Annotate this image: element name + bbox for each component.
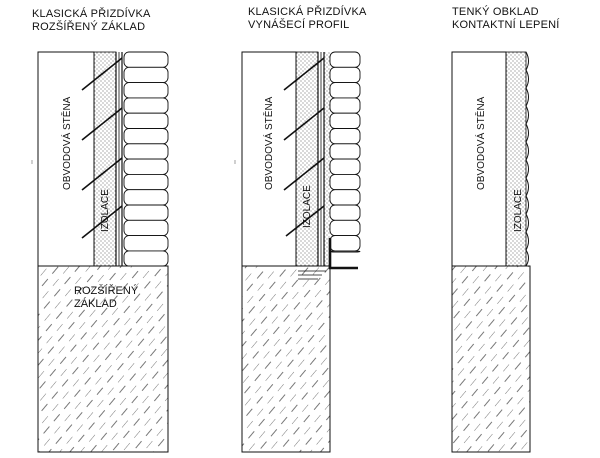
support-profile bbox=[296, 238, 358, 280]
foundation-label-1-line1: ROZŠÍŘENÝ bbox=[74, 284, 139, 297]
cladding-tile bbox=[525, 141, 529, 161]
detail-3-title: TENKÝ OBKLAD KONTAKTNÍ LEPENÍ bbox=[452, 6, 560, 32]
insulation-label-3: IZOLACE bbox=[513, 189, 524, 232]
cladding-tile bbox=[525, 105, 529, 125]
foundation-2 bbox=[241, 265, 331, 453]
brick bbox=[123, 173, 169, 191]
cladding-tile bbox=[525, 159, 529, 179]
cladding-tile bbox=[525, 249, 529, 267]
brick bbox=[123, 82, 169, 99]
wall-3 bbox=[451, 51, 507, 267]
insulation-2 bbox=[295, 51, 319, 267]
brick bbox=[329, 219, 361, 237]
brick bbox=[123, 204, 169, 221]
insulation-1 bbox=[93, 51, 117, 267]
brick bbox=[123, 112, 169, 129]
wall-anchors-1 bbox=[81, 57, 123, 239]
detail-3-title-line2: KONTAKTNÍ LEPENÍ bbox=[452, 19, 560, 31]
brick bbox=[123, 250, 169, 267]
cladding-tile bbox=[525, 87, 529, 107]
brick-facing-2 bbox=[329, 51, 361, 253]
detail-3-title-line1: TENKÝ OBKLAD bbox=[452, 6, 539, 18]
brick bbox=[123, 51, 169, 68]
brick bbox=[329, 250, 361, 253]
cladding-tile bbox=[525, 177, 529, 197]
thin-cladding bbox=[525, 51, 529, 267]
cladding-tile bbox=[525, 213, 529, 233]
detail-3: OBVODOVÁ STĚNA IZOLACE bbox=[451, 51, 531, 453]
cladding-tile bbox=[525, 69, 529, 89]
insulation-label-1: IZOLACE bbox=[100, 189, 111, 232]
brick bbox=[329, 235, 361, 252]
brick bbox=[329, 204, 361, 221]
brick bbox=[329, 51, 361, 68]
brick-facing-1 bbox=[123, 51, 169, 267]
brick bbox=[329, 128, 361, 145]
brick bbox=[329, 189, 361, 206]
cladding-tile bbox=[525, 195, 529, 215]
foundation-label-1-line2: ZÁKLAD bbox=[74, 297, 117, 310]
detail-2-title-line1: KLASICKÁ PŘIZDÍVKA bbox=[248, 6, 367, 18]
brick bbox=[123, 219, 169, 237]
cladding-tile bbox=[525, 231, 529, 251]
detail-1-title-line2: ROZŠÍŘENÝ ZÁKLAD bbox=[32, 21, 146, 33]
brick bbox=[329, 173, 361, 191]
brick bbox=[123, 128, 169, 145]
brick bbox=[123, 97, 169, 114]
brick bbox=[123, 66, 169, 84]
brick bbox=[123, 158, 169, 175]
brick bbox=[123, 189, 169, 206]
cladding-tile bbox=[525, 51, 529, 71]
detail-2-title-line2: VYNÁŠECÍ PROFIL bbox=[248, 19, 350, 31]
brick bbox=[329, 112, 361, 129]
brick bbox=[329, 143, 361, 160]
wall-label-1: OBVODOVÁ STĚNA bbox=[60, 96, 73, 190]
detail-1-title-line1: KLASICKÁ PŘIZDÍVKA bbox=[32, 8, 151, 20]
wall-2 bbox=[241, 51, 297, 267]
brick bbox=[123, 235, 169, 252]
wall-label-2: OBVODOVÁ STĚNA bbox=[262, 96, 275, 190]
wall-anchors-2 bbox=[283, 57, 325, 237]
brick bbox=[123, 143, 169, 160]
insulation-3 bbox=[505, 51, 527, 267]
foundation-3 bbox=[451, 265, 531, 453]
detail-1-title: KLASICKÁ PŘIZDÍVKA ROZŠÍŘENÝ ZÁKLAD bbox=[32, 8, 151, 34]
detail-2: OBVODOVÁ STĚNA IZOLACE bbox=[241, 51, 361, 453]
insulation-label-2: IZOLACE bbox=[302, 185, 313, 228]
wall-label-3: OBVODOVÁ STĚNA bbox=[474, 96, 487, 190]
cladding-tile bbox=[525, 123, 529, 143]
brick bbox=[329, 66, 361, 84]
brick bbox=[329, 158, 361, 175]
detail-2-title: KLASICKÁ PŘIZDÍVKA VYNÁŠECÍ PROFIL bbox=[248, 6, 367, 32]
brick bbox=[329, 82, 361, 99]
brick bbox=[329, 97, 361, 114]
detail-1: OBVODOVÁ STĚNA IZOLACE ROZŠÍŘENÝ ZÁKLAD bbox=[37, 51, 169, 453]
